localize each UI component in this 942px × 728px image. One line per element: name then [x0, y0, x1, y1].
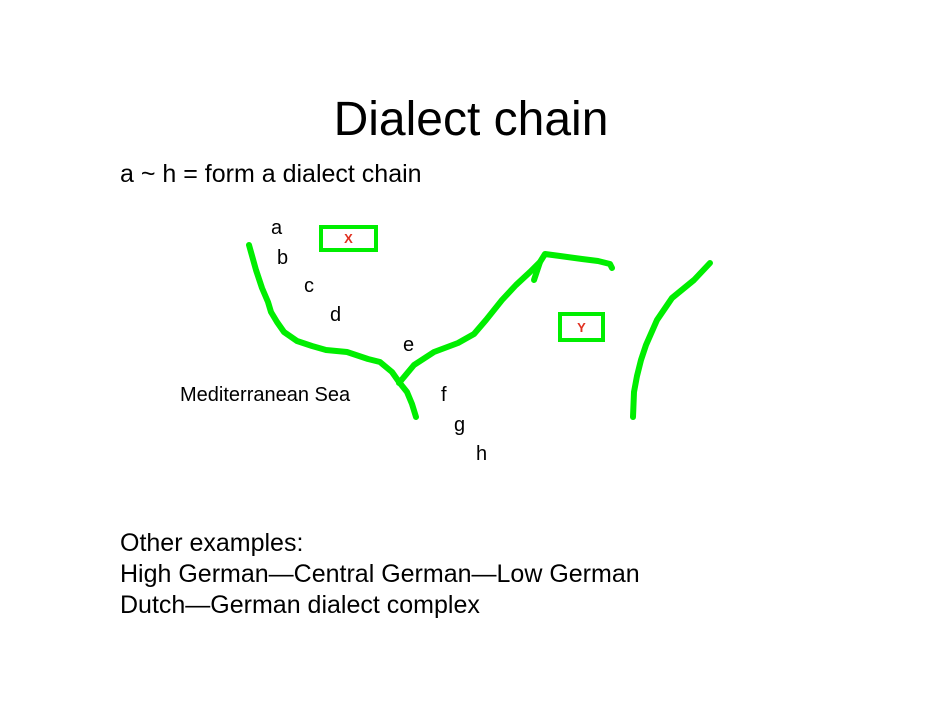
dialect-point-d: d — [330, 304, 342, 326]
dialect-point-b: b — [277, 247, 289, 269]
other-examples-heading: Other examples: — [120, 529, 304, 557]
coastline-spur — [531, 259, 543, 283]
coastline-far-east — [630, 260, 713, 420]
dialect-point-g: g — [454, 414, 466, 436]
example-item: Dutch—German dialect complex — [120, 591, 480, 619]
region-x-label: X — [344, 231, 353, 246]
dialect-point-c: c — [304, 275, 314, 297]
dialect-point-e: e — [403, 334, 415, 356]
dialect-point-a: a — [271, 217, 283, 239]
coastline-east — [396, 251, 615, 386]
region-y-label: Y — [577, 319, 586, 335]
dialect-point-h: h — [476, 443, 488, 465]
slide-subtitle: a ~ h = form a dialect chain — [120, 160, 422, 188]
dialect-point-f: f — [441, 384, 447, 406]
region-x-box: X — [319, 225, 378, 252]
region-y-box: Y — [558, 312, 605, 342]
example-item: High German—Central German—Low German — [120, 560, 640, 588]
other-examples: Other examples: High German—Central Germ… — [120, 528, 640, 621]
slide-title: Dialect chain — [333, 93, 609, 146]
sea-label: Mediterranean Sea — [180, 384, 351, 406]
